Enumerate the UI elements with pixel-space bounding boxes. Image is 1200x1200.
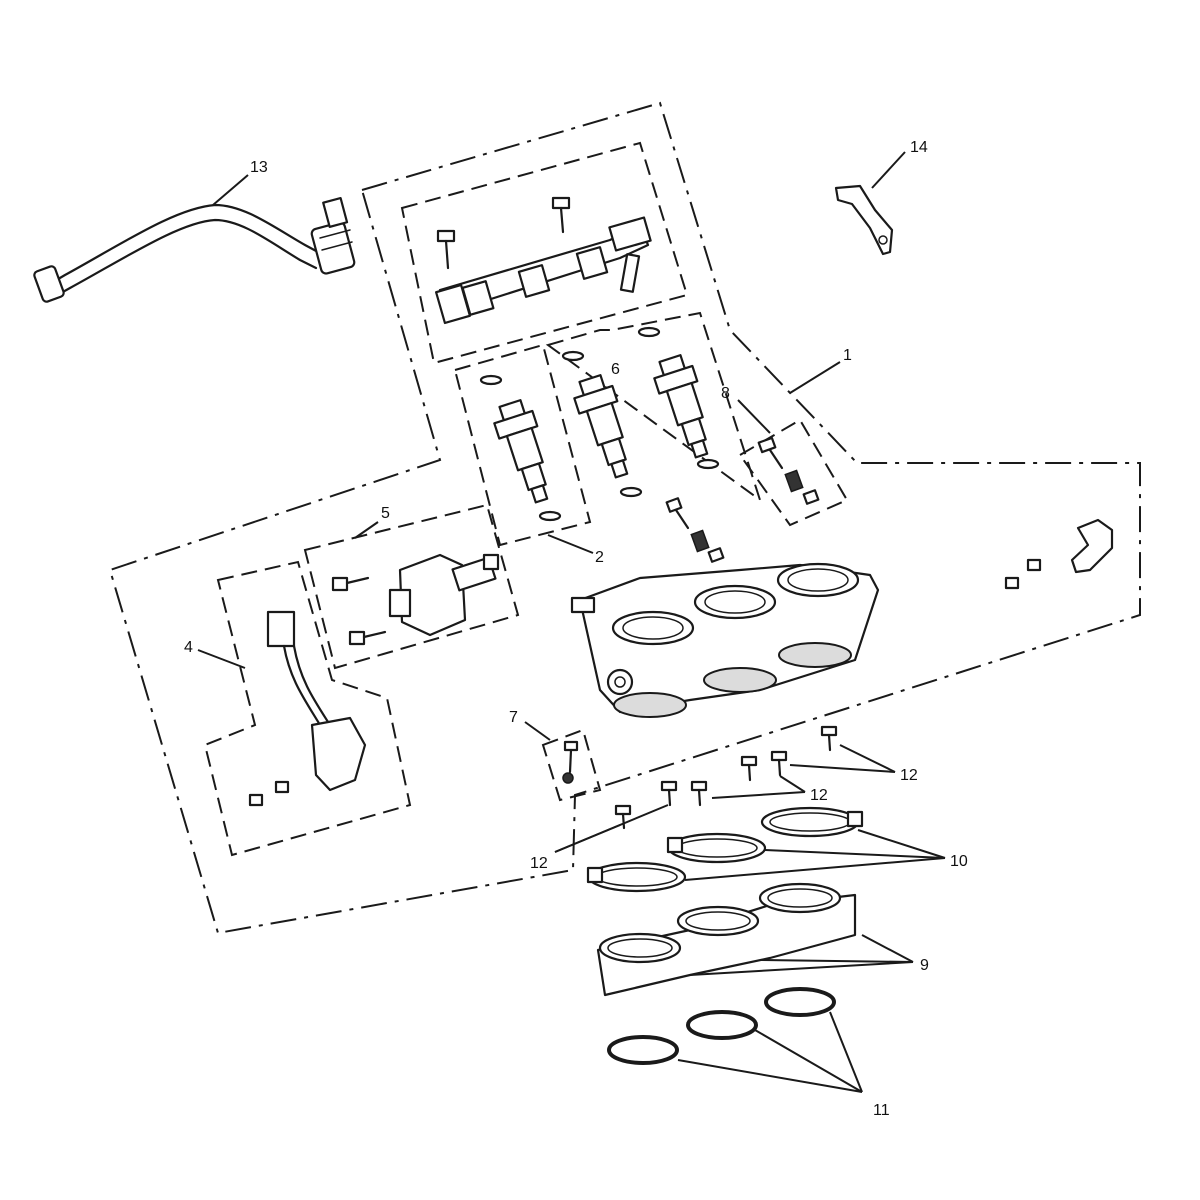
screw-icon <box>562 740 579 784</box>
assembly-boundary <box>108 101 1141 935</box>
small-screw-icon <box>1004 518 1114 590</box>
spring-kit-box <box>738 418 849 527</box>
screw-kit-box <box>541 728 602 802</box>
o-ring-icon <box>479 326 720 522</box>
hose-clamp-icon <box>586 806 864 893</box>
injector-icon <box>493 354 709 504</box>
tps-box <box>203 560 412 857</box>
leader-lines <box>197 151 946 1093</box>
throttle-position-sensor-icon <box>248 610 367 807</box>
callout-1: 1 <box>843 347 852 364</box>
callout-4: 4 <box>184 639 193 656</box>
injector-box-right <box>545 311 762 503</box>
gasket-icon <box>607 987 836 1065</box>
idle-valve-box <box>303 503 520 670</box>
screw-spring-icon <box>665 497 725 563</box>
callout-12: 12 <box>810 787 828 804</box>
injector-box <box>453 343 592 547</box>
callout-14: 14 <box>910 139 928 156</box>
callout-10: 10 <box>950 853 968 870</box>
intake-rubber-icon <box>596 882 857 997</box>
callout-11: 11 <box>873 1102 890 1119</box>
fuel-rail-box <box>400 141 689 365</box>
callout-8: 8 <box>721 385 730 402</box>
clamp-screw-icon <box>614 725 838 830</box>
callout-13: 13 <box>250 159 268 176</box>
callout-5: 5 <box>381 505 390 522</box>
callout-12: 12 <box>530 855 548 872</box>
screw-spring-icon <box>757 436 820 505</box>
callout-6: 6 <box>611 361 620 378</box>
idle-valve-icon <box>331 553 500 646</box>
callout-2: 2 <box>595 549 604 566</box>
callout-9: 9 <box>920 957 929 974</box>
throttle-body-icon <box>570 562 880 718</box>
fuel-hose-icon <box>33 196 356 303</box>
fuel-rail-icon <box>434 196 652 325</box>
callout-12: 12 <box>900 767 918 784</box>
callout-7: 7 <box>509 709 518 726</box>
bracket-icon <box>834 184 894 256</box>
